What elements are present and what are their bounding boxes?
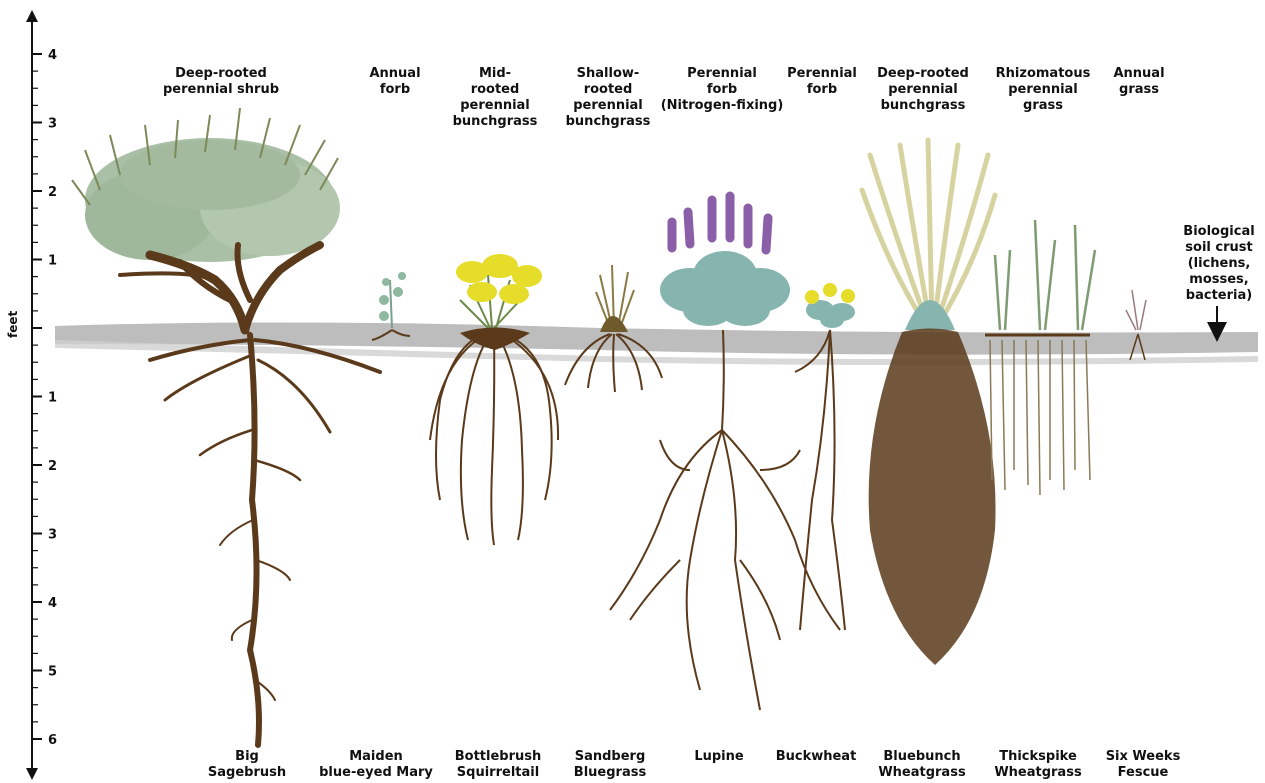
lupine-plant <box>610 196 840 710</box>
label-type-lupine: Perennial forb (Nitrogen-fixing) <box>661 66 784 114</box>
label-name-squirreltail: Bottlebrush Squirreltail <box>455 749 542 781</box>
label-name-mary: Maiden blue-eyed Mary <box>319 749 433 781</box>
label-name-sagebrush: Big Sagebrush <box>208 749 286 781</box>
label-name-fescue: Six Weeks Fescue <box>1106 749 1181 781</box>
depth-axis: 4 3 2 1 1 2 3 4 5 6 <box>26 10 57 780</box>
label-name-buckwheat: Buckwheat <box>776 749 857 765</box>
axis-title: feet <box>6 311 20 338</box>
squirreltail-plant <box>430 254 558 545</box>
tick-label-below-1: 1 <box>48 391 57 406</box>
lupine-roots <box>610 330 840 710</box>
tick-label-above-1: 1 <box>48 254 57 269</box>
label-type-sagebrush: Deep-rooted perennial shrub <box>163 66 279 98</box>
label-type-buckwheat: Perennial forb <box>787 66 857 98</box>
label-name-thickspike: Thickspike Wheatgrass <box>994 749 1081 781</box>
tick-label-below-5: 5 <box>48 665 57 680</box>
tick-label-below-4: 4 <box>48 596 57 611</box>
thickspike-plant <box>985 220 1095 495</box>
axis-arrow-up-icon <box>26 10 38 22</box>
label-name-lupine: Lupine <box>694 749 743 765</box>
tick-label-below-6: 6 <box>48 733 57 748</box>
tick-label-above-3: 3 <box>48 117 57 132</box>
label-type-squirreltail: Mid- rooted perennial bunchgrass <box>453 66 538 130</box>
label-name-bluebunch: Bluebunch Wheatgrass <box>878 749 965 781</box>
label-type-bluebunch: Deep-rooted perennial bunchgrass <box>877 66 969 114</box>
tick-label-below-2: 2 <box>48 459 57 474</box>
label-type-thickspike: Rhizomatous perennial grass <box>996 66 1091 114</box>
bluebunch-plant <box>862 140 996 665</box>
bluebunch-roots <box>869 329 996 666</box>
sagebrush-foliage <box>72 108 340 262</box>
sagebrush-plant <box>72 108 380 745</box>
label-name-bluegrass: Sandberg Bluegrass <box>574 749 646 781</box>
crust-annotation: Biological soil crust (lichens, mosses, … <box>1183 224 1254 304</box>
tick-label-above-4: 4 <box>48 48 57 63</box>
sagebrush-roots <box>150 335 380 745</box>
buckwheat-roots <box>795 330 845 630</box>
axis-arrow-down-icon <box>26 768 38 780</box>
label-type-mary: Annual forb <box>369 66 420 98</box>
label-type-bluegrass: Shallow- rooted perennial bunchgrass <box>566 66 651 130</box>
squirreltail-roots <box>430 332 558 545</box>
tick-label-above-2: 2 <box>48 185 57 200</box>
tick-label-below-3: 3 <box>48 528 57 543</box>
label-type-fescue: Annual grass <box>1113 66 1164 98</box>
